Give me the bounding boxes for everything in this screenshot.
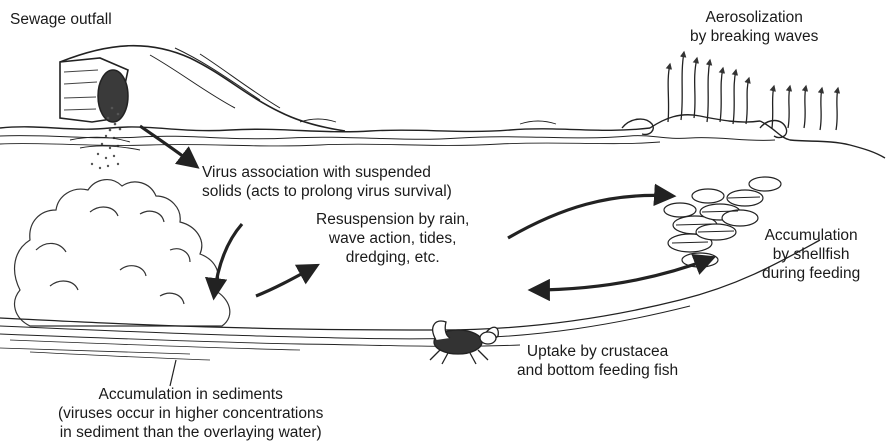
sediments-line-2: (viruses occur in higher concentrations [58,404,323,423]
label-virus-association: Virus association with suspended solids … [202,163,452,201]
resuspension-line-1: Resuspension by rain, [316,210,469,229]
aerosolization-line-2: by breaking waves [690,27,818,46]
arrow-outfall-to-solids [140,126,196,166]
label-resuspension: Resuspension by rain, wave action, tides… [316,210,469,267]
sea-surface [0,115,885,158]
resuspension-line-3: dredging, etc. [316,248,469,267]
virus-association-line-2: solids (acts to prolong virus survival) [202,182,452,201]
label-aerosolization: Aerosolization by breaking waves [690,8,818,46]
arrow-plume-to-resuspension [256,266,316,296]
sediment-pointer [170,360,176,386]
resuspension-line-2: wave action, tides, [316,229,469,248]
label-uptake-crustacea: Uptake by crustacea and bottom feeding f… [517,342,678,380]
arrow-resuspension-to-shellfish [508,195,672,238]
shellfish-line-2: by shellfish [762,245,860,264]
aerosol-arrows [668,52,838,130]
outfall-pipe [60,58,128,122]
uptake-line-2: and bottom feeding fish [517,361,678,380]
sewage-outfall-text: Sewage outfall [10,10,112,29]
label-accumulation-sediments: Accumulation in sediments (viruses occur… [58,385,323,442]
label-accumulation-shellfish: Accumulation by shellfish during feeding [762,226,860,283]
shellfish-line-3: during feeding [762,264,860,283]
uptake-line-1: Uptake by crustacea [517,342,678,361]
shellfish-line-1: Accumulation [762,226,860,245]
virus-association-line-1: Virus association with suspended [202,163,452,182]
crab-icon [430,321,498,364]
aerosolization-line-1: Aerosolization [690,8,818,27]
arrow-solids-to-sediment [214,224,242,296]
label-sewage-outfall: Sewage outfall [10,10,112,29]
sediments-line-3: in sediment than the overlaying water) [58,423,323,442]
sewage-plume [15,180,230,326]
sediments-line-1: Accumulation in sediments [58,385,323,404]
